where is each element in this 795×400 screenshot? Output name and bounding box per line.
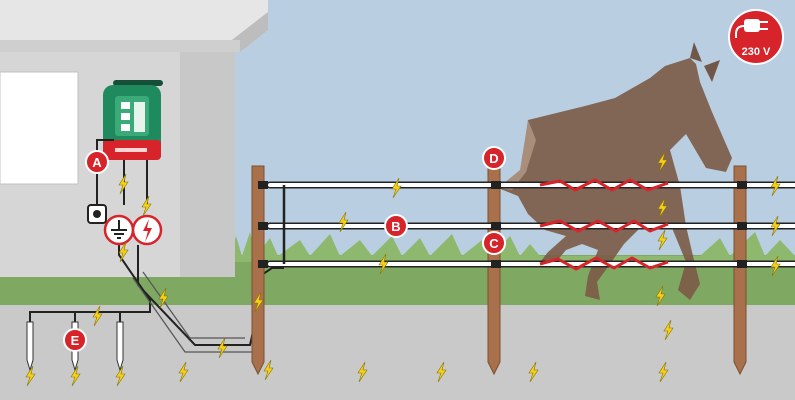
lightning-bolt-icon xyxy=(770,175,781,197)
marker-label: B xyxy=(391,219,400,234)
lightning-bolt-icon xyxy=(663,319,674,341)
lightning-bolt-icon xyxy=(657,197,668,219)
lightning-bolt-icon xyxy=(436,361,447,383)
marker-circle xyxy=(482,146,506,170)
lightning-bolt-icon xyxy=(770,215,781,237)
lightning-bolt-icon xyxy=(92,305,103,327)
earth-rod-3 xyxy=(116,321,124,372)
fence-symbol xyxy=(131,214,163,246)
lightning-bolt-icon xyxy=(770,255,781,277)
marker-a: A xyxy=(85,150,109,174)
fence-wires xyxy=(258,181,795,268)
marker-label: A xyxy=(92,155,102,170)
fence-post-3 xyxy=(733,165,747,376)
markers: A B C D E xyxy=(63,146,506,352)
lightning-bolt-icon xyxy=(657,151,668,173)
lightning-bolt-icon xyxy=(253,291,264,313)
lightning-bolt-icon xyxy=(338,211,349,233)
lightning-bolt-icon xyxy=(141,195,152,217)
lightning-bolt-icon xyxy=(25,365,36,387)
lightning-bolt-icon xyxy=(391,177,402,199)
lightning-bolt-icon xyxy=(655,285,666,307)
ground xyxy=(0,305,795,400)
energizer-device xyxy=(103,80,163,160)
lightning-bolt-icon xyxy=(158,287,169,309)
underground-tube xyxy=(132,271,255,353)
fence-post-2 xyxy=(487,165,501,376)
lightning-bolt-icon xyxy=(217,337,228,359)
marker-label: D xyxy=(489,151,498,166)
fence-posts xyxy=(251,165,747,376)
lightning-bolt-icon xyxy=(357,361,368,383)
marker-label: E xyxy=(71,333,80,348)
horse-silhouette-icon xyxy=(498,42,732,300)
marker-c: C xyxy=(482,231,506,255)
lightning-bolt-icon xyxy=(70,365,81,387)
marker-label: C xyxy=(489,236,499,251)
marker-d: D xyxy=(482,146,506,170)
tall-grass xyxy=(230,232,795,262)
lightning-bolts xyxy=(25,151,781,387)
power-badge: 230 V xyxy=(728,9,784,65)
lightning-bolt-icon xyxy=(528,361,539,383)
lightning-bolt-icon xyxy=(657,229,668,251)
earth-symbol xyxy=(103,214,135,246)
marker-circle xyxy=(482,231,506,255)
earth-lead-to-rods xyxy=(29,245,151,322)
shock-zigzags xyxy=(539,178,669,271)
lightning-bolt-icon xyxy=(263,359,274,381)
marker-b: B xyxy=(384,214,408,238)
lightning-bolt-icon xyxy=(658,361,669,383)
marker-circle xyxy=(384,214,408,238)
lightning-bolt-icon xyxy=(118,241,129,263)
earth-rod-1 xyxy=(26,321,34,372)
lightning-bolt-icon xyxy=(178,361,189,383)
lightning-bolt-icon xyxy=(378,253,389,275)
marker-circle xyxy=(63,328,87,352)
power-plug-icon xyxy=(735,19,768,38)
marker-circle xyxy=(85,150,109,174)
power-badge-label: 230 V xyxy=(742,46,771,58)
mains-cable xyxy=(96,139,114,205)
lightning-bolt-icon xyxy=(118,173,129,195)
marker-e: E xyxy=(63,328,87,352)
lightning-bolt-icon xyxy=(115,365,126,387)
wall-socket xyxy=(87,204,107,224)
fence-post-1 xyxy=(251,165,265,376)
